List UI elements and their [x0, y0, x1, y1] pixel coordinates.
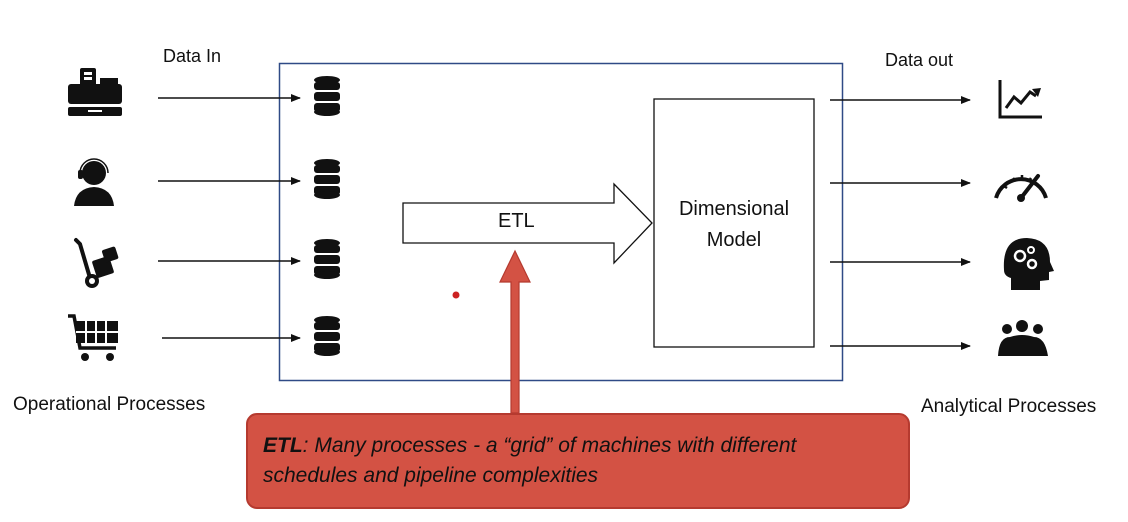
speedometer-icon [994, 174, 1048, 202]
group-people-icon [998, 320, 1048, 356]
dimensional-model-line1: Dimensional [678, 198, 790, 220]
etl-label: ETL [498, 210, 535, 232]
database-icon [314, 76, 340, 116]
warehouse-frame [278, 62, 844, 382]
data-in-label: Data In [163, 46, 222, 66]
database-icon [314, 316, 340, 356]
dimensional-model-label: Dimensional Model [654, 194, 814, 256]
callout-arrow [499, 249, 531, 414]
database-icon [314, 159, 340, 199]
marker-dot [452, 291, 460, 299]
analytical-processes-label: Analytical Processes [921, 396, 1097, 417]
shopping-cart-icon [68, 314, 118, 361]
callout-text: : Many processes - a “grid” of machines … [263, 434, 797, 487]
hand-truck-icon [74, 238, 119, 288]
etl-callout-box: ETL: Many processes - a “grid” of machin… [246, 413, 910, 509]
database-icon [314, 239, 340, 279]
data-out-label: Data out [885, 50, 954, 70]
cash-register-icon [68, 68, 122, 116]
dimensional-model-box [653, 98, 815, 348]
operational-processes-label: Operational Processes [13, 394, 206, 415]
callout-term: ETL [263, 434, 303, 457]
etl-arrow-shape [402, 182, 653, 265]
line-chart-icon [998, 80, 1042, 119]
dimensional-model-line2: Model [706, 229, 762, 251]
customer-support-icon [74, 157, 114, 206]
head-gears-icon [1003, 238, 1054, 290]
